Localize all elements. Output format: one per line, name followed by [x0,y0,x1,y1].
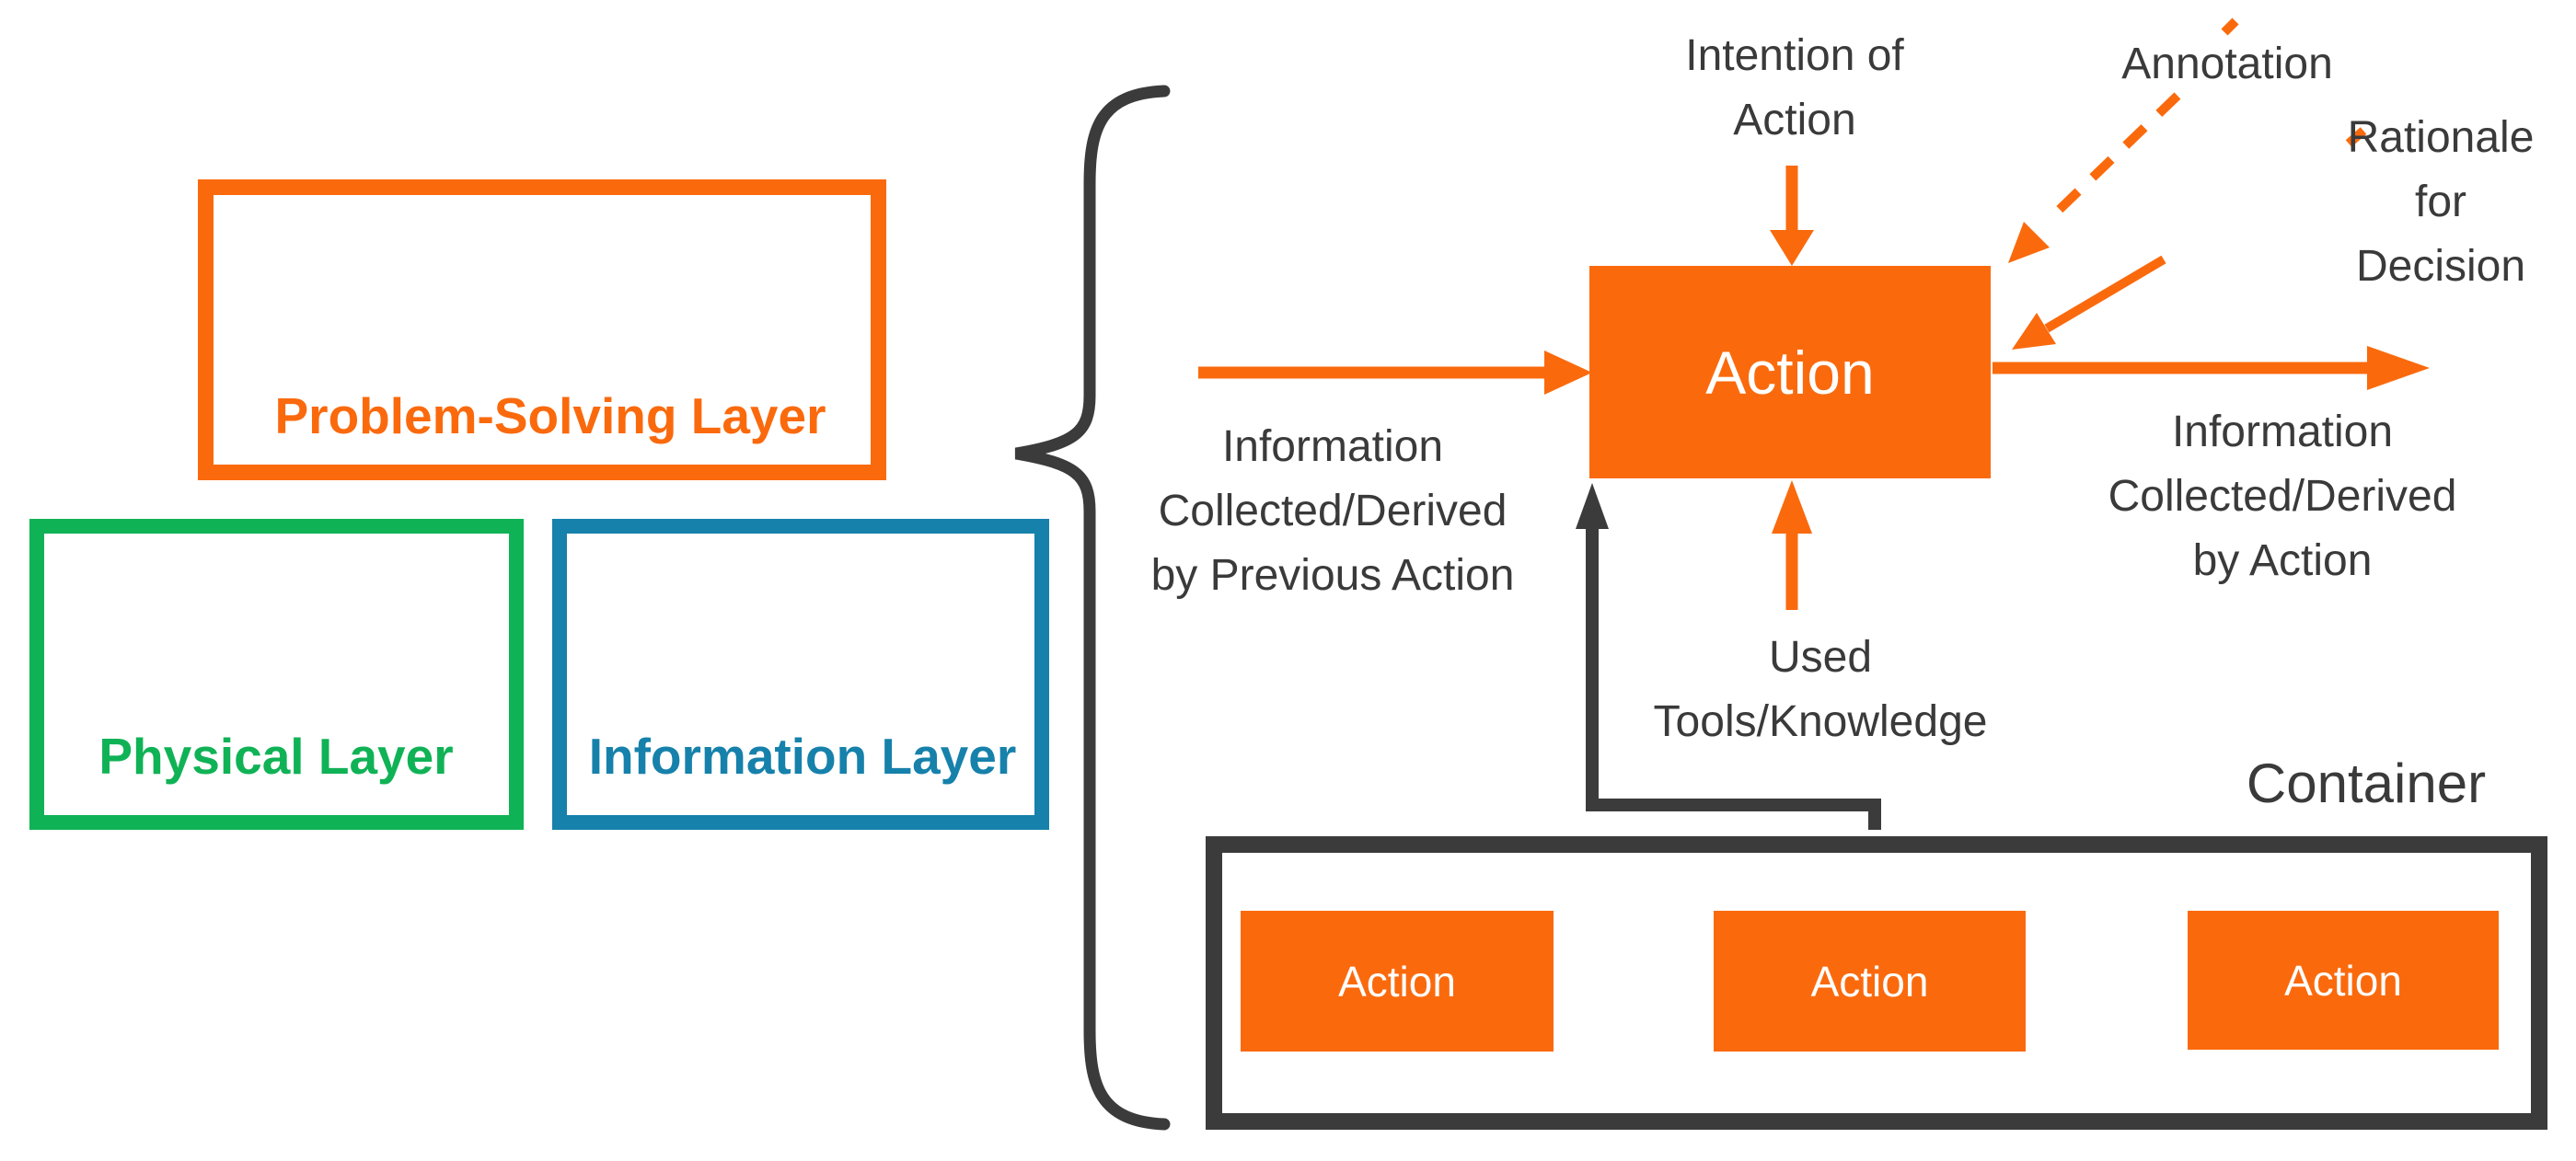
rationale-for-decision-label: Rationale for Decision [2347,112,2535,292]
rationale-arrow-icon [2012,127,2367,350]
intention-of-action-label: Intention of Action [1685,30,1904,144]
container-label: Container [2246,753,2487,815]
container-action-box-1: Action [1241,911,1554,1052]
action-node: Action [1589,266,1991,478]
rationale-stray-dash [2345,127,2367,147]
action-node-label: Action [1705,338,1875,407]
tools-elbow-arrow-icon [1576,483,1881,830]
used-tools-arrow-icon [1772,480,1812,610]
info-collected-previous-action-label: Information Collected/Derived by Previou… [1150,421,1515,601]
problem-solving-layer-box [198,179,886,480]
curly-brace-icon [1014,85,1171,1131]
physical-layer-label: Physical Layer [98,727,454,785]
input-arrow-icon [1198,351,1592,395]
container-action-label: Action [1810,957,1929,1006]
annotation-dashed-arrow-icon [2008,17,2239,263]
container-action-box-2: Action [1714,911,2026,1052]
container-action-label: Action [2284,956,2402,1005]
information-layer-box [552,519,1049,830]
annotation-label: Annotation [2121,39,2333,88]
used-tools-knowledge-label: Used Tools/Knowledge [1653,632,1988,746]
container-action-box-3: Action [2188,911,2499,1050]
container-action-label: Action [1338,957,1456,1006]
annotation-stray-dash [2221,17,2239,36]
information-layer-label: Information Layer [588,727,1017,785]
problem-solving-layer-label: Problem-Solving Layer [274,386,826,444]
output-arrow-icon [1993,346,2430,390]
intention-arrow-icon [1770,166,1814,266]
info-collected-by-action-label: Information Collected/Derived by Action [2108,407,2457,586]
physical-layer-box [29,519,524,830]
